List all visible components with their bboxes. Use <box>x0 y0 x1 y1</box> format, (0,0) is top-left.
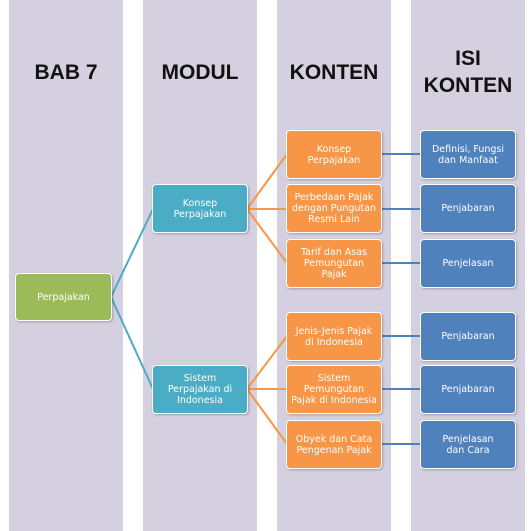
isi-node-4: Penjabaran <box>420 312 516 361</box>
isi-node-3: Penjelasan <box>420 239 516 288</box>
connector-module2-content1 <box>246 335 288 390</box>
content-node-6: Obyek dan Cata Pengenan Pajak <box>286 420 382 469</box>
isi-node-1: Definisi, Fungsi dan Manfaat <box>420 130 516 179</box>
connector-module2-content3 <box>246 388 288 445</box>
content-node-3: Tarif dan Asas Pemungutan Pajak <box>286 239 382 288</box>
column-modul: MODUL <box>143 0 257 531</box>
column-header-modul: MODUL <box>161 61 239 84</box>
column-bab: BAB 7 <box>9 0 123 531</box>
isi-node-6: Penjelasan dan Cara <box>420 420 516 469</box>
module-node-2: Sistem Perpajakan di Indonesia <box>152 365 248 414</box>
module-node-1: Konsep Perpajakan <box>152 184 248 233</box>
connector-bab-module2 <box>110 296 154 390</box>
column-header-isi-line2: KONTEN <box>423 74 513 97</box>
column-header-konten: KONTEN <box>289 61 379 84</box>
content-node-5: Sistem Pemungutan Pajak di Indonesia <box>286 365 382 414</box>
column-header-bab: BAB 7 <box>34 61 98 84</box>
isi-node-5: Penjabaran <box>420 365 516 414</box>
content-node-2: Perbedaan Pajak dengan Pungutan Resmi La… <box>286 184 382 233</box>
connector-module1-content3 <box>246 208 288 264</box>
connector-module1-content1 <box>246 153 288 210</box>
connector-bab-module1 <box>110 208 154 298</box>
isi-node-2: Penjabaran <box>420 184 516 233</box>
content-node-1: Konsep Perpajakan <box>286 130 382 179</box>
bab-node: Perpajakan <box>15 273 112 321</box>
content-node-4: Jenis-Jenis Pajak di Indonesia <box>286 312 382 361</box>
column-header-isi-line1: ISI <box>455 47 481 70</box>
